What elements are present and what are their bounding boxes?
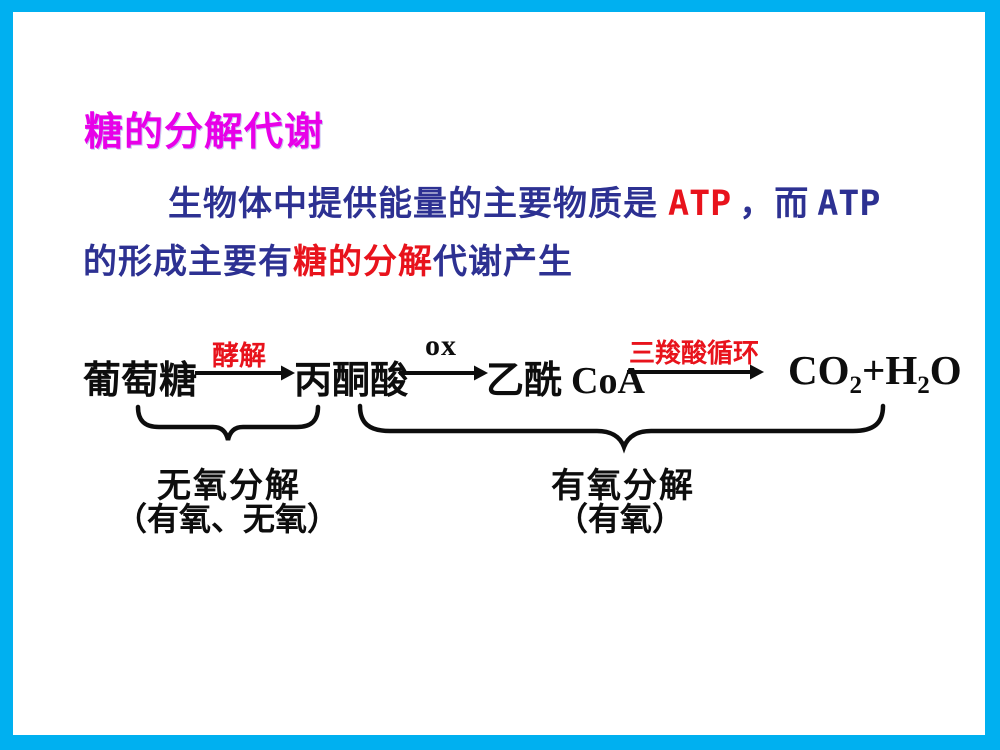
formula-plus-h: +H — [862, 347, 918, 393]
intro-line1-text: 生物体中提供能量的主要物质是 — [168, 185, 658, 223]
co2-h2o-node: CO2+H2O — [788, 346, 962, 399]
pyruvate-node: 丙酮酸 — [294, 360, 409, 402]
acetyl-zh-text: 乙酰 — [486, 360, 563, 402]
anaerobic-label: 无氧分解 — [157, 467, 301, 505]
anaerobic-sublabel: （有氧、无氧） — [114, 501, 340, 537]
intro-line-2: 的形成主要有糖的分解代谢产生 — [83, 234, 573, 283]
coa-text: CoA — [571, 360, 645, 402]
intro-line2-tail: 代谢产生 — [433, 243, 573, 281]
glycolysis-label: 酵解 — [212, 341, 266, 371]
aerobic-sublabel: （有氧） — [555, 501, 685, 537]
intro-line1-conjunction: ，而 — [739, 185, 810, 223]
intro-line2-text: 的形成主要有 — [83, 243, 293, 281]
formula-sub-2a: 2 — [849, 372, 863, 399]
glucose-node: 葡萄糖 — [83, 360, 198, 402]
oxidation-label: ox — [425, 329, 457, 362]
formula-o: O — [929, 347, 962, 393]
atp-text: ATP — [817, 184, 881, 224]
anaerobic-brace — [135, 404, 321, 441]
formula-co: CO — [788, 347, 850, 393]
sugar-breakdown-highlight: 糖的分解 — [293, 243, 433, 281]
oxidation-arrow — [399, 365, 488, 381]
slide-background — [13, 12, 985, 735]
atp-highlight: ATP — [668, 184, 732, 224]
slide-title: 糖的分解代谢 — [84, 111, 325, 154]
formula-sub-2b: 2 — [917, 372, 930, 399]
aerobic-label: 有氧分解 — [551, 467, 695, 505]
tca-cycle-label: 三羧酸循环 — [628, 338, 760, 368]
aerobic-brace — [357, 403, 886, 454]
